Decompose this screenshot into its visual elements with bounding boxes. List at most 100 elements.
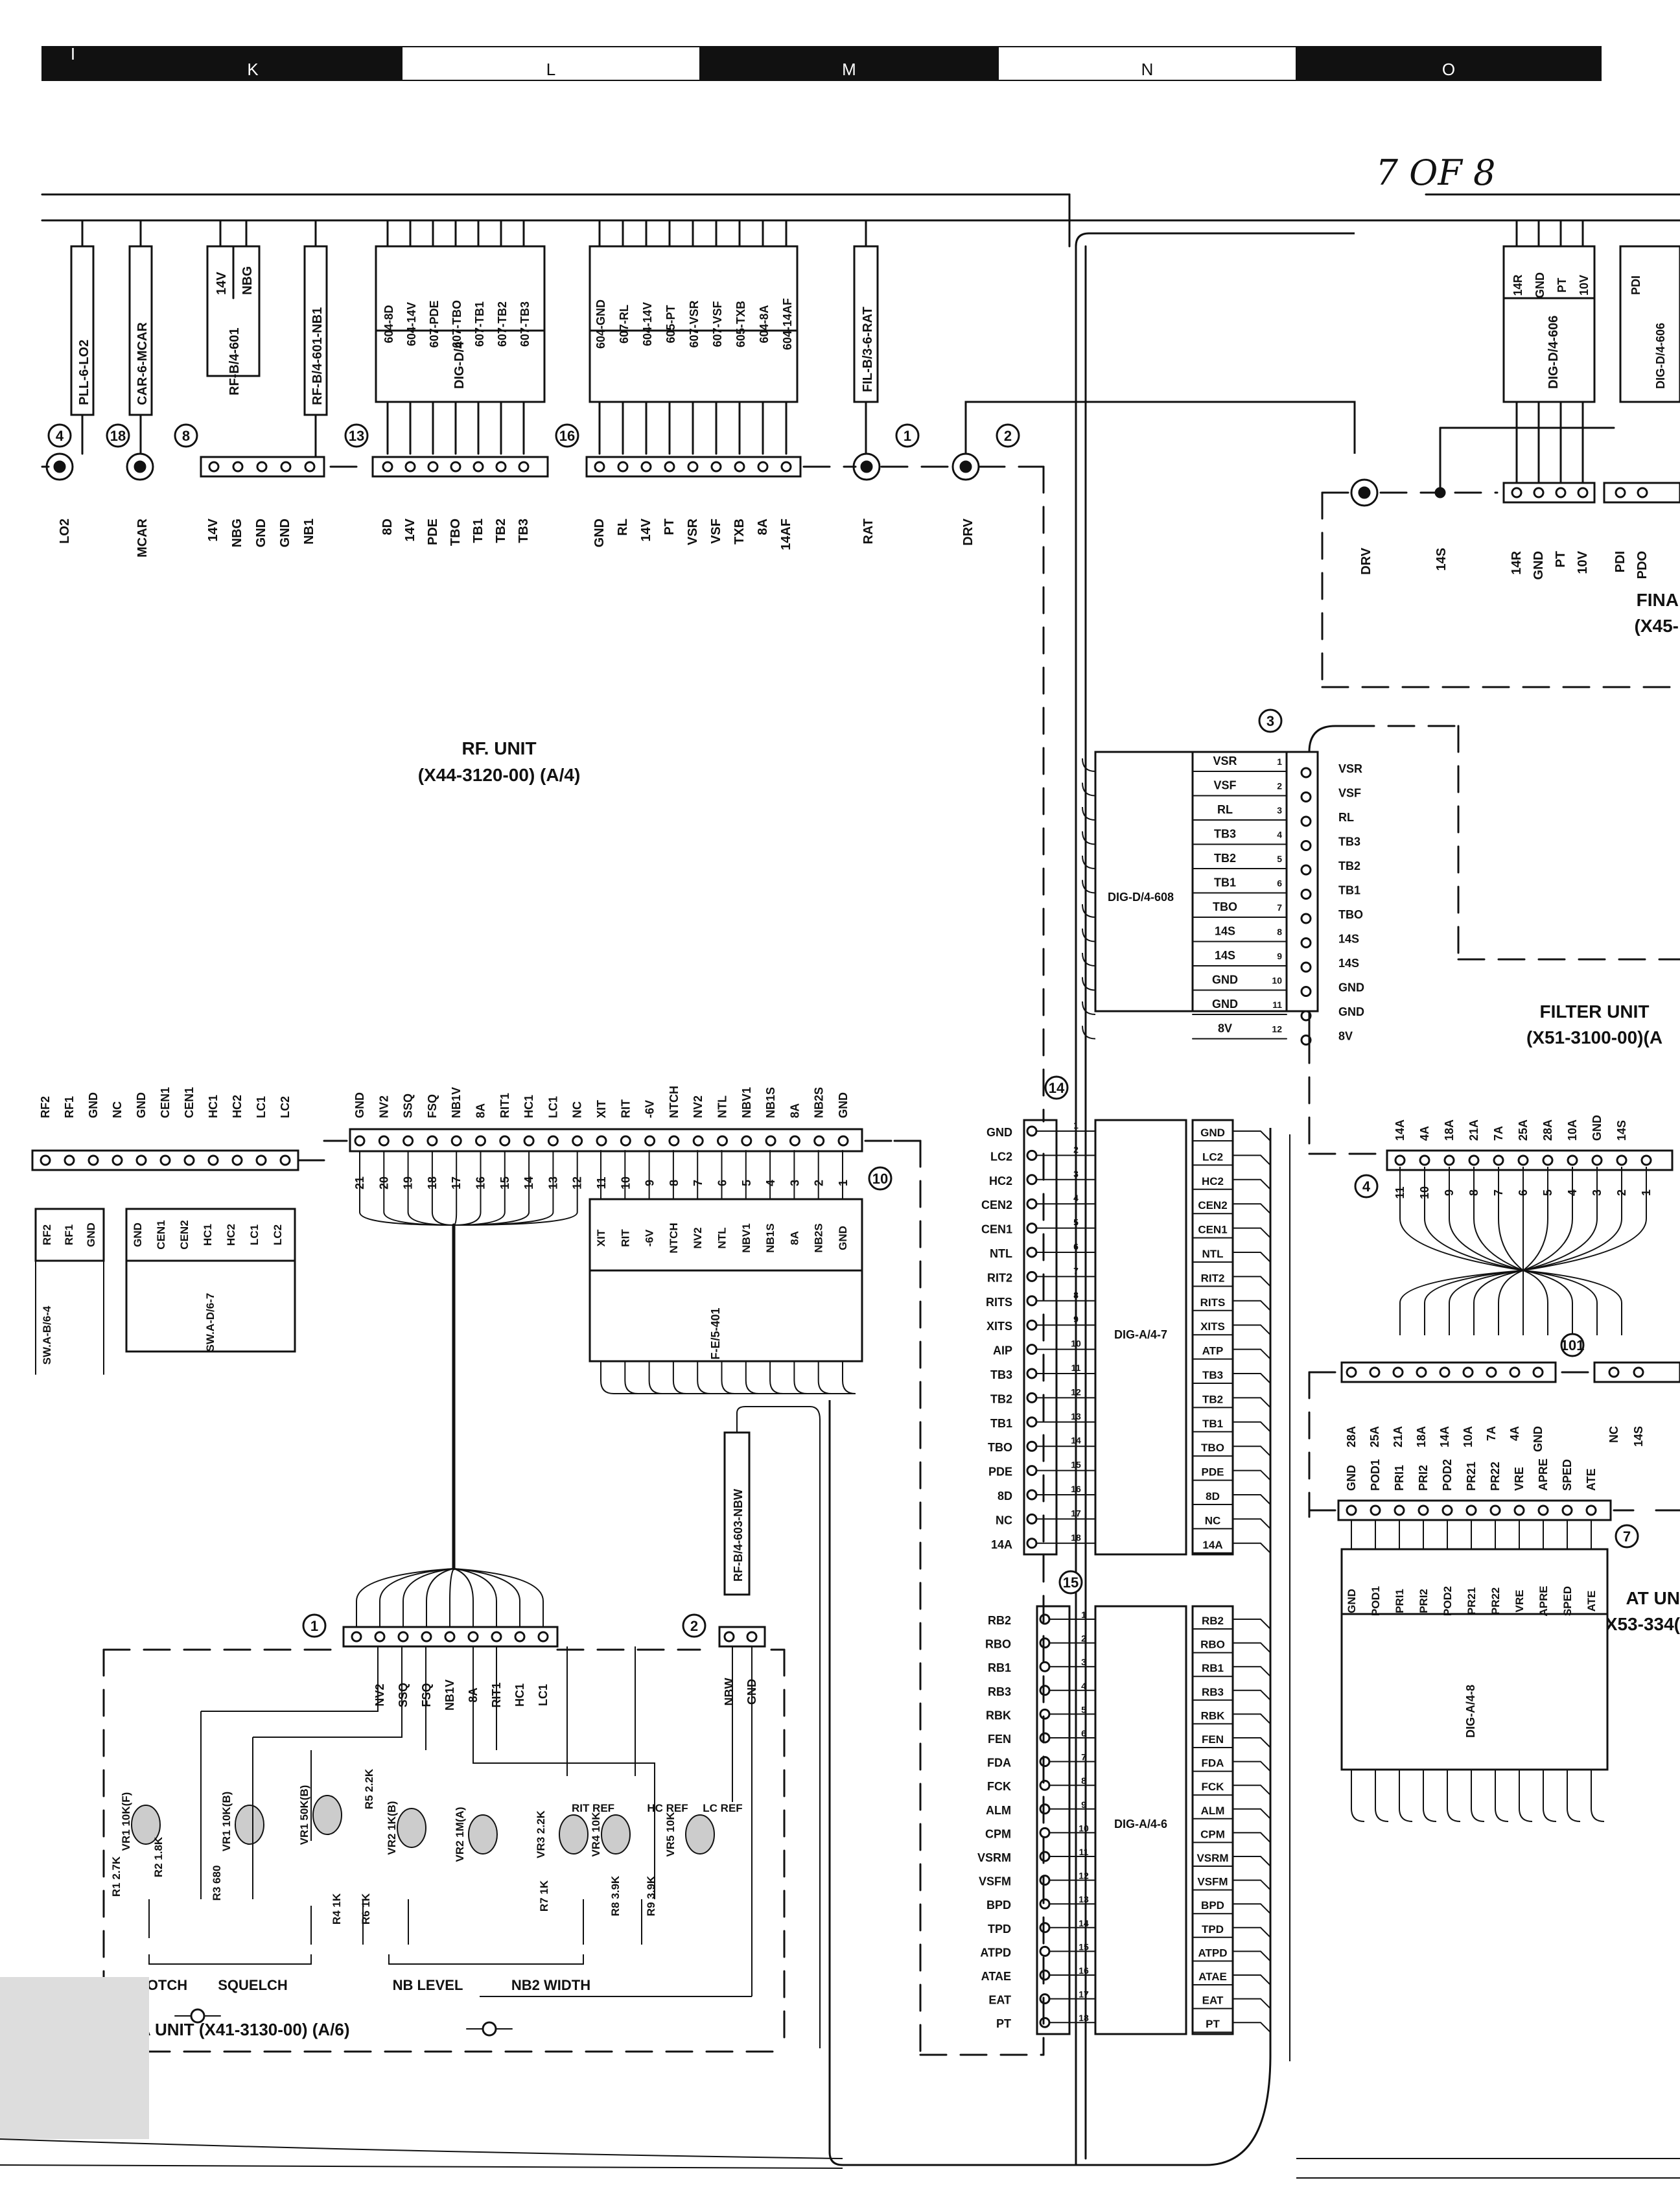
cable-box-label: 607-TB2 bbox=[496, 301, 509, 347]
wire-path bbox=[1082, 952, 1096, 966]
pin-label: 14S bbox=[1338, 933, 1359, 946]
pin-label: TBO bbox=[449, 519, 463, 546]
pin-number: 8 bbox=[1081, 1775, 1086, 1786]
pin-icon bbox=[404, 461, 416, 473]
wire-path bbox=[1522, 1167, 1622, 1271]
pin-number: 2 bbox=[1073, 1144, 1079, 1154]
box-signal: RITS bbox=[1200, 1296, 1226, 1309]
cable-label: RF-B/4-601-NB1 bbox=[310, 307, 325, 405]
pin-number: 11 bbox=[1079, 1847, 1089, 1857]
pin-label: GND bbox=[1532, 551, 1546, 579]
pin-number: 2 bbox=[1081, 1633, 1086, 1644]
box-signal: RBK bbox=[1201, 1709, 1226, 1722]
pin-label: RB2 bbox=[988, 1614, 1011, 1627]
zone-cell bbox=[103, 46, 402, 81]
zone-label: M bbox=[842, 60, 856, 79]
box-signal: TB3 bbox=[1214, 828, 1236, 841]
box-signal: CPM bbox=[1200, 1828, 1225, 1840]
pin-label: NTL bbox=[990, 1247, 1012, 1260]
pin-icon bbox=[1577, 487, 1589, 498]
pin-icon bbox=[1026, 1489, 1038, 1501]
wire-path bbox=[1233, 2022, 1271, 2033]
swa-c2 bbox=[682, 1613, 706, 1638]
pin-label: TB1 bbox=[990, 1417, 1012, 1430]
pin-icon bbox=[1026, 1149, 1038, 1161]
pin-icon bbox=[523, 1135, 535, 1147]
box-signal: VSR bbox=[1213, 755, 1237, 767]
pin-label: VSF bbox=[709, 519, 723, 544]
cable-label: DIG-A/4-8 bbox=[1464, 1685, 1477, 1738]
cable-box-label: NTL bbox=[716, 1227, 729, 1248]
pin-icon bbox=[1300, 864, 1312, 876]
wire-path bbox=[1449, 1167, 1524, 1271]
pin-number: 6 bbox=[1081, 1728, 1086, 1738]
pin-number: 12 bbox=[1272, 1024, 1282, 1035]
pin-number: 5 bbox=[1081, 1704, 1086, 1714]
pin-label: HC2 bbox=[231, 1095, 244, 1118]
pin-icon bbox=[1300, 815, 1312, 827]
wire-path bbox=[1082, 831, 1096, 845]
cable-label: SW.A-D/6-7 bbox=[204, 1293, 216, 1352]
wire-path bbox=[1233, 1619, 1271, 1630]
wire-path bbox=[1471, 1770, 1485, 1822]
pin-label: RITS bbox=[986, 1296, 1012, 1309]
pin-label: NBV1 bbox=[740, 1087, 753, 1118]
wire-path bbox=[1075, 232, 1355, 247]
pin-label: GND bbox=[278, 519, 292, 547]
pin-icon bbox=[495, 461, 507, 473]
pin-icon bbox=[256, 461, 268, 473]
pin-icon bbox=[1039, 1945, 1051, 1957]
pin-icon bbox=[450, 461, 461, 473]
pin-label: TPD bbox=[988, 1923, 1011, 1936]
pin-icon bbox=[1585, 1504, 1597, 1516]
wire-path bbox=[830, 1361, 856, 1394]
c101 bbox=[1560, 1333, 1585, 1357]
pin-label: XITS bbox=[986, 1320, 1012, 1333]
cable-box-label: GND bbox=[85, 1223, 97, 1247]
pin-label: 4A bbox=[1418, 1126, 1431, 1141]
c4 bbox=[47, 423, 72, 448]
cable-box-label: SPED bbox=[1561, 1586, 1574, 1616]
cable-label: FIL-B/3-6-RAT bbox=[861, 307, 875, 392]
box-signal: ATP bbox=[1202, 1345, 1224, 1357]
c15 bbox=[1058, 1570, 1083, 1595]
cable-box-label: NTCH bbox=[668, 1223, 680, 1253]
box-signal: GND bbox=[1212, 974, 1238, 987]
cable-box-label: 605-PT bbox=[664, 305, 677, 343]
page-note: 7 OF 8 bbox=[1376, 152, 1496, 193]
component-label: R1 2.7K bbox=[110, 1856, 122, 1897]
cable-label: CAR-6-MCAR bbox=[135, 322, 150, 405]
cable-box-label: PT bbox=[1556, 277, 1569, 292]
pin-label: RBO bbox=[985, 1638, 1011, 1651]
c1-number: 1 bbox=[904, 428, 911, 444]
cable-box-label: PRI2 bbox=[1418, 1589, 1430, 1613]
wire-path bbox=[1233, 1642, 1271, 1654]
shaft-icon bbox=[190, 2008, 205, 2024]
cable-block bbox=[1340, 1548, 1609, 1771]
pin-label: 28A bbox=[1345, 1426, 1358, 1447]
wire-path bbox=[817, 1361, 832, 1394]
pin-number: 7 bbox=[1073, 1265, 1079, 1276]
pin-label: 14S bbox=[1338, 957, 1359, 970]
cable-box-label: CEN1 bbox=[155, 1220, 167, 1249]
pin-label: RB1 bbox=[988, 1661, 1011, 1674]
wire-path bbox=[1233, 1348, 1271, 1360]
pin-icon bbox=[232, 461, 244, 473]
box-signal: HC2 bbox=[1202, 1175, 1224, 1188]
pin-icon bbox=[40, 1154, 51, 1166]
pin-label: ATPD bbox=[980, 1946, 1011, 1959]
wire-path bbox=[600, 1361, 830, 1394]
pin-label: NV2 bbox=[377, 1095, 390, 1118]
pin-label: RIT2 bbox=[987, 1271, 1012, 1284]
pin-icon bbox=[135, 1154, 147, 1166]
potentiometer-icon bbox=[468, 1814, 498, 1855]
pin-label: SSQ bbox=[397, 1683, 410, 1707]
pin-icon bbox=[491, 1631, 502, 1643]
pin-label: HC1 bbox=[513, 1683, 526, 1707]
pin-label: 10A bbox=[1462, 1426, 1475, 1447]
pin-label: CPM bbox=[985, 1827, 1011, 1840]
cable-box-label: PDI bbox=[1629, 275, 1642, 295]
pin-icon bbox=[351, 1631, 362, 1643]
pin-label: TB1 bbox=[471, 519, 485, 543]
